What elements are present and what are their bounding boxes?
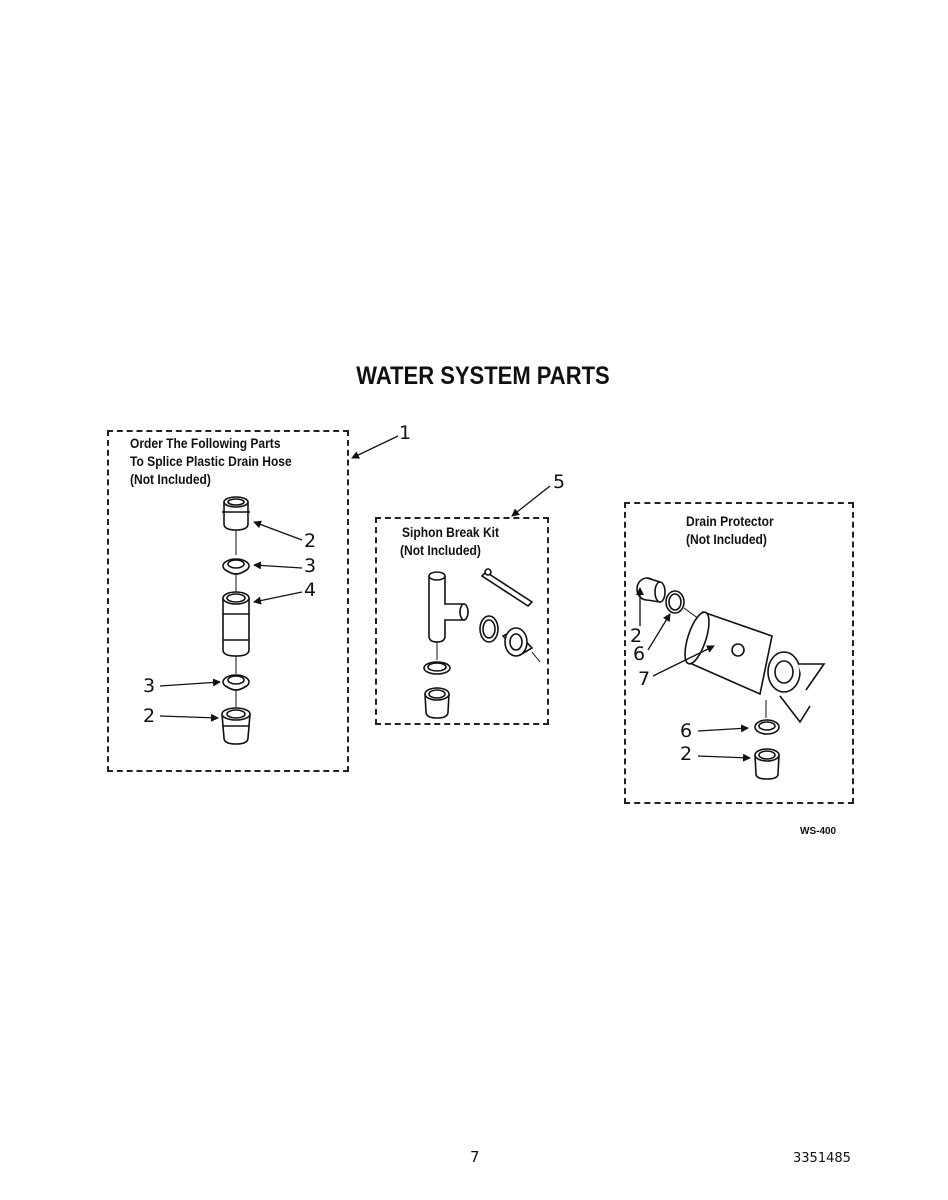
callout-4: 4 xyxy=(304,579,317,601)
callout-5: 5 xyxy=(553,471,566,493)
figure-code: WS-400 xyxy=(800,826,837,837)
siphon-adapter-bottom-part xyxy=(424,687,450,719)
splice-kit-label-line-2: To Splice Plastic Drain Hose xyxy=(130,453,292,469)
cable-tie-part xyxy=(480,568,534,608)
callout-3-upper: 3 xyxy=(304,555,317,577)
drain-protector-body-part xyxy=(684,610,826,724)
callout-2-drain-upper: 2 xyxy=(630,625,643,647)
siphon-tee-part xyxy=(428,571,469,643)
page-title: WATER SYSTEM PARTS xyxy=(356,362,610,390)
clamp-ring-lower-part xyxy=(222,674,250,691)
siphon-adapter-right-part xyxy=(501,627,534,657)
clamp-ring-upper-part xyxy=(222,558,250,575)
splice-kit-box xyxy=(107,430,349,772)
page-number: 7 xyxy=(470,1148,480,1166)
siphon-clamp-bottom-part xyxy=(423,661,451,675)
siphon-kit-label-line-2: (Not Included) xyxy=(400,542,481,558)
callout-2-lower: 2 xyxy=(143,705,156,727)
drain-clamp-bottom-part xyxy=(754,719,780,735)
splice-kit-label-line-1: Order The Following Parts xyxy=(130,435,281,451)
drain-clamp-top-part xyxy=(665,590,685,614)
callout-1: 1 xyxy=(399,422,412,444)
siphon-kit-label-line-1: Siphon Break Kit xyxy=(402,524,500,540)
splice-kit-label-line-3: (Not Included) xyxy=(130,471,211,487)
siphon-kit-box xyxy=(375,517,549,725)
hose-adapter-bottom-part xyxy=(221,707,251,745)
callout-6-drain-lower: 6 xyxy=(680,720,693,742)
drain-adapter-bottom-part xyxy=(754,748,780,780)
drain-protector-label-line-2: (Not Included) xyxy=(686,531,767,547)
document-number: 3351485 xyxy=(793,1151,851,1166)
callout-2-drain-lower: 2 xyxy=(680,743,693,765)
connector-tube-part xyxy=(222,591,250,657)
drain-protector-label-line-1: Drain Protector xyxy=(686,513,774,529)
callout-2-upper: 2 xyxy=(304,530,317,552)
drain-protector-box xyxy=(624,502,854,804)
siphon-clamp-right-part xyxy=(479,615,499,643)
drain-adapter-top-part xyxy=(636,577,666,603)
hose-adapter-top-part xyxy=(222,496,250,531)
callout-3-lower: 3 xyxy=(143,675,156,697)
callout-6-drain-upper: 6 xyxy=(633,643,646,665)
callout-7: 7 xyxy=(638,668,651,690)
